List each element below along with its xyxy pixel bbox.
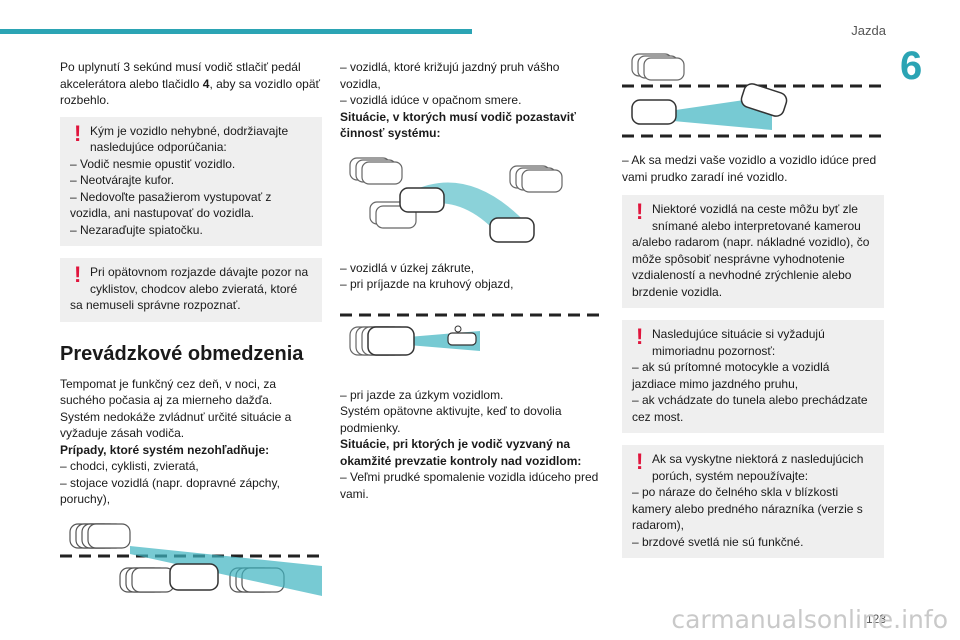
- warning-box: ! Nasledujúce situácie si vyžadujú mimor…: [622, 320, 884, 433]
- exclamation-icon: !: [636, 199, 644, 224]
- header-accent-bar: [0, 29, 472, 34]
- column-1: Po uplynutí 3 sekúnd musí vodič stlačiť …: [60, 59, 322, 606]
- exclamation-icon: !: [636, 324, 644, 349]
- warning-box: ! Pri opätovnom rozjazde dávajte pozor n…: [60, 258, 322, 322]
- section-title: Jazda: [851, 23, 886, 38]
- watermark: carmanualsonline.info: [671, 605, 948, 634]
- illustration-cut-in-vehicle: [622, 53, 884, 138]
- intro-paragraph: Po uplynutí 3 sekúnd musí vodič stlačiť …: [60, 60, 321, 107]
- column-3: – Ak sa medzi vaše vozidlo a vozidlo idú…: [622, 44, 884, 558]
- exclamation-icon: !: [74, 120, 82, 146]
- warning-box: ! Kým je vozidlo nehybné, dodržiavajte n…: [60, 116, 322, 246]
- warning-box: ! Niektoré vozidlá na ceste môžu byť zle…: [622, 195, 884, 308]
- illustration-stopped-vehicles: [60, 522, 322, 596]
- illustration-narrow-vehicle: [340, 313, 602, 356]
- illustration-narrow-bend: [349, 156, 563, 243]
- column-2: – vozidlá, ktoré križujú jazdný pruh váš…: [340, 59, 602, 502]
- exclamation-icon: !: [74, 262, 82, 287]
- warning-box: ! Ak sa vyskytne niektorá z nasledujúcic…: [622, 445, 884, 558]
- section-heading: Prevádzkové obmedzenia: [60, 342, 304, 365]
- exclamation-icon: !: [636, 449, 644, 474]
- chapter-number: 6: [900, 44, 923, 88]
- page-number: 123: [865, 612, 886, 626]
